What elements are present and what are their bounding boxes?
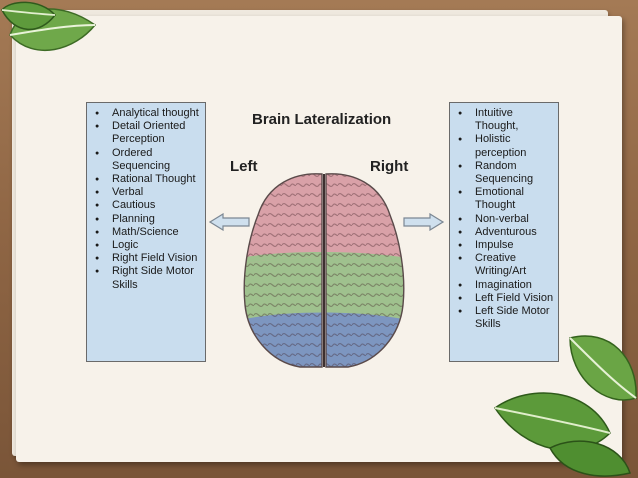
list-item: Planning bbox=[95, 213, 203, 226]
arrow-left-icon bbox=[209, 213, 250, 231]
list-item: Ordered Sequencing bbox=[95, 147, 203, 173]
list-item: Cautious bbox=[95, 199, 203, 212]
list-item: Intuitive Thought, bbox=[458, 107, 556, 133]
list-item: Adventurous bbox=[458, 226, 556, 239]
left-traits-panel: Analytical thought Detail Oriented Perce… bbox=[86, 102, 206, 362]
list-item: Logic bbox=[95, 239, 203, 252]
page-title: Brain Lateralization bbox=[252, 111, 392, 128]
list-item: Math/Science bbox=[95, 226, 203, 239]
list-item: Creative Writing/Art bbox=[458, 252, 556, 278]
left-traits-list: Analytical thought Detail Oriented Perce… bbox=[87, 103, 205, 292]
right-hemisphere-label: Right bbox=[370, 158, 409, 175]
list-item: Rational Thought bbox=[95, 173, 203, 186]
leaf-icon bbox=[1, 1, 97, 51]
list-item: Impulse bbox=[458, 239, 556, 252]
right-traits-panel: Intuitive Thought, Holistic perception R… bbox=[449, 102, 559, 362]
list-item: Verbal bbox=[95, 186, 203, 199]
brain-illustration bbox=[243, 173, 405, 368]
left-hemisphere-label: Left bbox=[230, 158, 258, 175]
list-item: Holistic perception bbox=[458, 133, 556, 159]
list-item: Emotional Thought bbox=[458, 186, 556, 212]
list-item: Left Side Motor Skills bbox=[458, 305, 556, 331]
arrow-right-icon bbox=[403, 213, 444, 231]
right-traits-list: Intuitive Thought, Holistic perception R… bbox=[450, 103, 558, 331]
list-item: Left Field Vision bbox=[458, 292, 556, 305]
list-item: Detail Oriented Perception bbox=[95, 120, 203, 146]
leaf-icon bbox=[493, 335, 637, 477]
list-item: Imagination bbox=[458, 279, 556, 292]
list-item: Right Side Motor Skills bbox=[95, 265, 203, 291]
list-item: Random Sequencing bbox=[458, 160, 556, 186]
list-item: Right Field Vision bbox=[95, 252, 203, 265]
list-item: Non-verbal bbox=[458, 213, 556, 226]
list-item: Analytical thought bbox=[95, 107, 203, 120]
